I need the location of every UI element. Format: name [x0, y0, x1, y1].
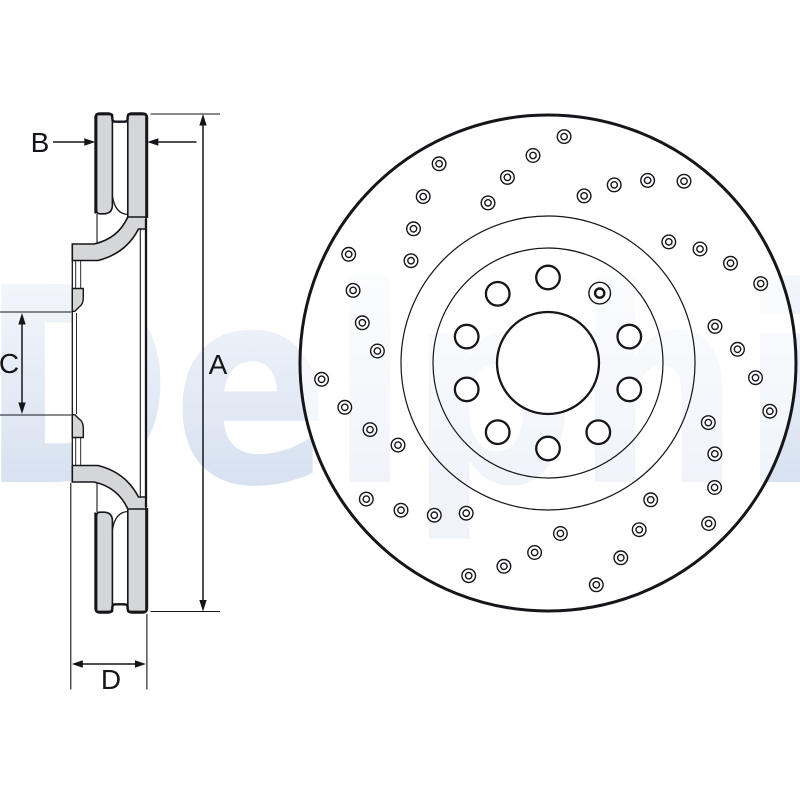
- outboard-plate-section-top: [95, 113, 114, 215]
- hub-flange-circle: [432, 247, 664, 479]
- drilled-hole-inner: [680, 177, 688, 186]
- inboard-plate-section-bottom: [127, 506, 147, 613]
- drilled-hole-inner: [344, 250, 353, 259]
- dimension-d: D: [70, 483, 148, 695]
- drilled-hole-inner: [704, 418, 713, 427]
- drilled-hole-inner: [710, 449, 719, 458]
- b-arrowhead-right: [84, 138, 96, 146]
- drilled-hole-inner: [765, 407, 774, 416]
- bolt-hole: [535, 264, 561, 291]
- drilled-hole-inner: [530, 548, 539, 557]
- inboard-plate-section-top: [127, 113, 147, 220]
- drilled-hole-inner: [407, 256, 415, 265]
- bolt-holes: [453, 264, 643, 462]
- bore-chamfer-section-bottom: [71, 414, 84, 439]
- drilled-hole-inner: [580, 191, 588, 200]
- dimensions: A B C D: [0, 113, 228, 695]
- friction-surface-inner-circle: [400, 215, 696, 511]
- bolt-hole: [585, 419, 612, 446]
- section-view: [71, 112, 149, 614]
- drilled-hole-inner: [711, 322, 719, 331]
- drilled-holes: [314, 129, 778, 593]
- section-white-hat: [72, 243, 146, 483]
- label-d: D: [101, 664, 121, 695]
- center-bore: [495, 310, 601, 416]
- hat-wall-section-top: [71, 216, 147, 262]
- vent-vane-curve-top: [111, 195, 128, 216]
- bolt-hole: [616, 323, 643, 350]
- c-arrowhead-up: [18, 313, 26, 325]
- drilled-hole-inner: [499, 562, 508, 571]
- dimension-c: C: [0, 311, 72, 416]
- drilled-hole-inner: [362, 495, 371, 503]
- bolt-hole: [453, 323, 480, 350]
- b-arrowhead-left: [147, 138, 159, 146]
- bolt-hole: [535, 435, 561, 462]
- drilled-hole-inner: [484, 198, 492, 207]
- drilled-hole-inner: [704, 519, 713, 528]
- friction-ring-outline-top: [94, 112, 149, 218]
- drilled-hole-inner: [635, 525, 644, 534]
- drilled-hole-inner: [462, 509, 471, 518]
- hat-wall-section-bottom: [71, 464, 147, 510]
- d-arrowhead-right: [134, 660, 146, 668]
- label-b: B: [31, 127, 50, 158]
- drilled-hole-inner: [435, 159, 443, 168]
- drilled-hole-inner: [616, 553, 625, 562]
- drilled-hole-inner: [756, 279, 765, 288]
- drilled-hole-inner: [419, 192, 428, 201]
- front-view: [298, 113, 798, 613]
- drilled-hole-inner: [592, 580, 601, 589]
- drilled-hole-inner: [710, 483, 719, 492]
- friction-ring-outline-bottom: [94, 508, 149, 614]
- drilled-hole-inner: [643, 176, 652, 185]
- drilled-hole-inner: [409, 224, 418, 233]
- drilled-hole-inner: [733, 345, 742, 354]
- locating-hole-inner: [593, 287, 606, 299]
- label-c: C: [0, 348, 19, 379]
- drilled-hole-inner: [317, 375, 326, 384]
- drilled-hole-inner: [503, 173, 512, 182]
- bore-chamfer-section-top: [71, 287, 84, 312]
- drilled-hole-inner: [349, 286, 357, 295]
- locating-hole: [588, 281, 612, 305]
- drilled-hole-inner: [397, 506, 405, 515]
- c-arrowhead-down: [18, 402, 26, 414]
- a-arrowhead-down: [199, 600, 207, 612]
- bolt-hole: [453, 376, 480, 403]
- a-arrowhead-up: [199, 114, 207, 126]
- drilled-hole-inner: [610, 180, 619, 189]
- drilled-hole-inner: [430, 511, 439, 520]
- label-a: A: [209, 349, 228, 380]
- drilled-hole-inner: [664, 237, 673, 246]
- drilled-hole-inner: [560, 132, 568, 141]
- drilled-hole-inner: [726, 259, 735, 268]
- bolt-hole: [616, 376, 643, 403]
- drilled-hole-inner: [696, 245, 704, 253]
- vent-vane-curve-bottom: [111, 510, 128, 531]
- bolt-hole: [484, 280, 511, 307]
- bolt-hole: [484, 419, 511, 446]
- d-arrowhead-left: [71, 660, 83, 668]
- drilled-hole-inner: [340, 403, 349, 412]
- dimension-b: B: [31, 127, 197, 158]
- drilled-hole-inner: [373, 347, 382, 355]
- dimension-a: A: [150, 113, 228, 613]
- drilled-hole-inner: [646, 495, 655, 504]
- drilled-hole-inner: [556, 529, 565, 538]
- drilled-hole-inner: [751, 373, 760, 382]
- drilled-hole-inner: [358, 318, 367, 327]
- drilled-hole-inner: [464, 571, 473, 580]
- drilled-hole-inner: [529, 151, 537, 160]
- drilled-hole-inner: [394, 441, 402, 449]
- drilled-hole-inner: [366, 425, 374, 434]
- outboard-plate-section-bottom: [95, 511, 114, 613]
